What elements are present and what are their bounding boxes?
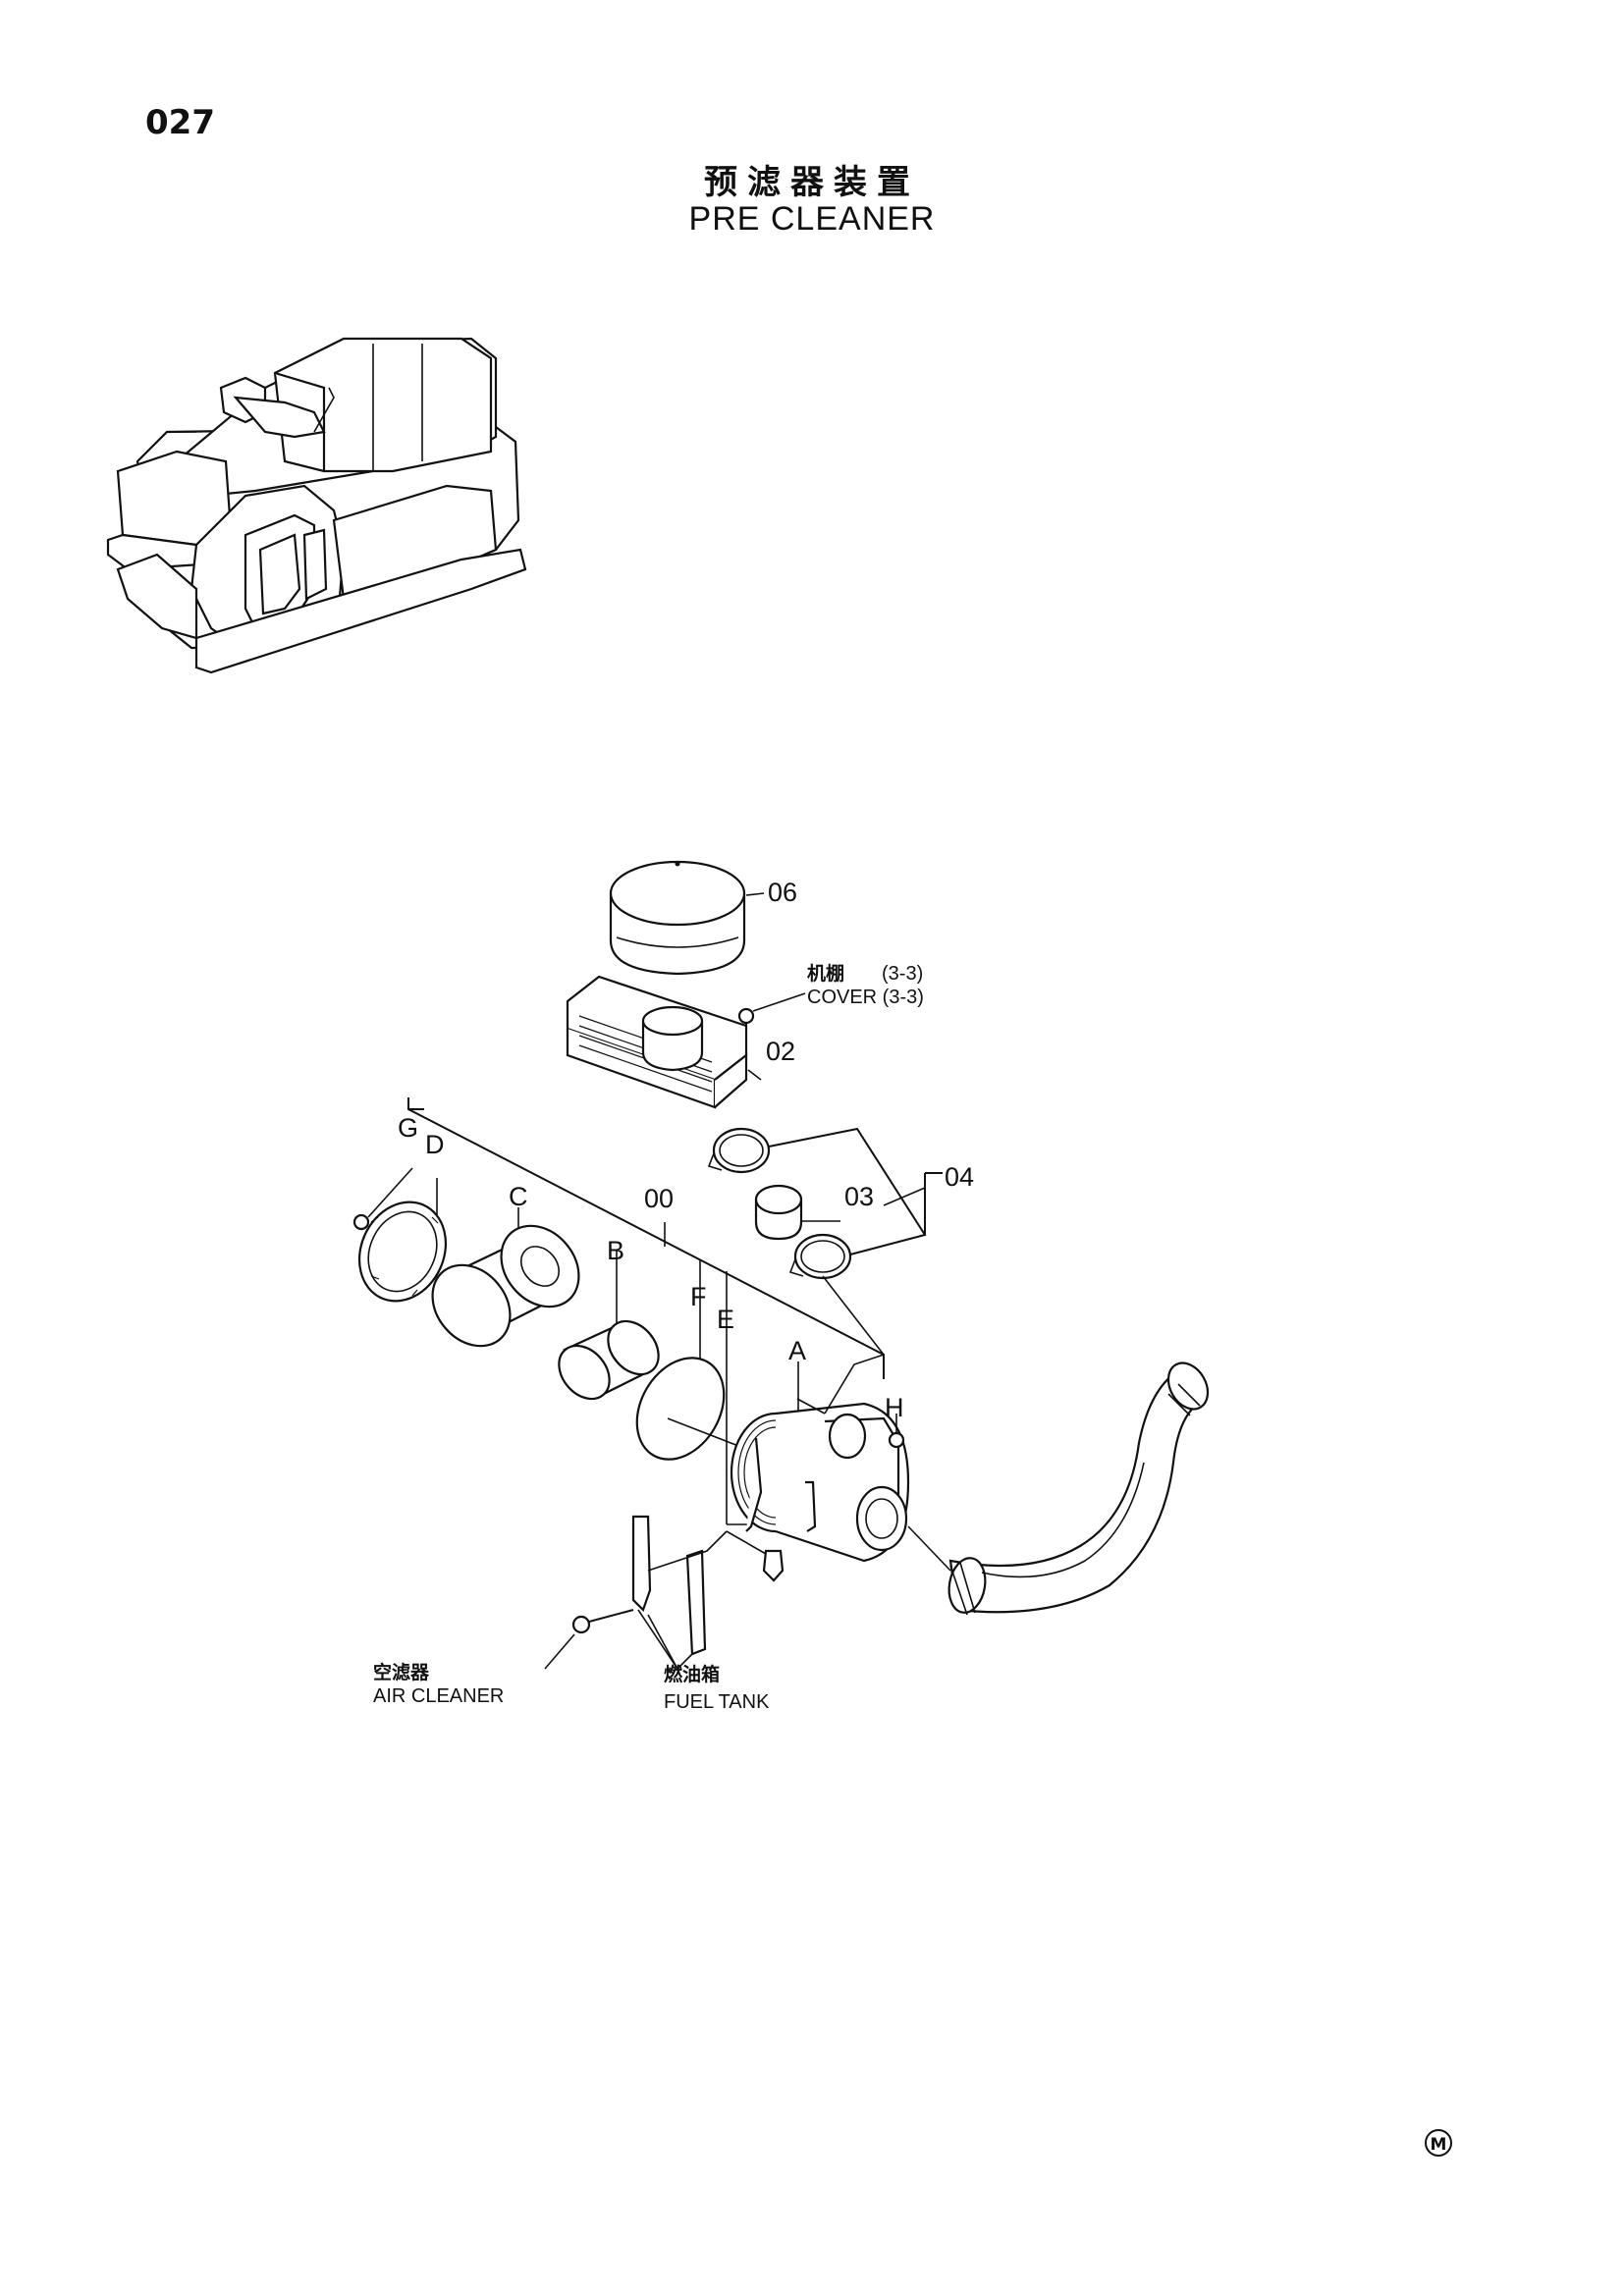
callout-b: B <box>607 1236 624 1265</box>
part-b-inner-element <box>558 1319 660 1401</box>
mounting-brackets <box>631 1515 728 1671</box>
callout-g: G <box>398 1113 418 1143</box>
air-cleaner-label-en: AIR CLEANER <box>373 1685 504 1707</box>
callout-04: 04 <box>945 1162 974 1192</box>
page-title-english: PRE CLEANER <box>688 200 936 238</box>
air-cleaner-label-cn: 空滤器 <box>373 1661 430 1683</box>
intake-hose <box>907 1362 1210 1616</box>
cover-ref: (3-3) <box>882 963 923 985</box>
callout-c: C <box>509 1182 528 1211</box>
cover-label-en: COVER (3-3) <box>807 987 924 1008</box>
assembly-00-reference-line <box>407 1097 885 1379</box>
callout-e: E <box>717 1305 734 1334</box>
part-a-air-cleaner-housing <box>730 1275 910 1563</box>
callout-02: 02 <box>766 1037 795 1066</box>
drain-valve <box>726 1530 785 1582</box>
leader-04 <box>768 1127 927 1255</box>
part-d-seal-ring <box>357 1201 448 1303</box>
page-title-chinese: 预滤器装置 <box>704 163 920 202</box>
callout-f: F <box>690 1282 707 1311</box>
fuel-tank-label-cn: 燃油箱 <box>664 1663 720 1685</box>
callout-03: 03 <box>844 1182 874 1211</box>
manufacturer-mark: M <box>1425 2129 1452 2157</box>
part-03-hose <box>754 1184 803 1241</box>
page-number: 027 <box>145 103 215 142</box>
air-cleaner-bolt <box>544 1609 634 1670</box>
part-g-o-ring <box>352 1213 370 1231</box>
fuel-tank-label-en: FUEL TANK <box>664 1691 770 1713</box>
part-c-outer-element <box>431 1224 580 1348</box>
callout-a: A <box>788 1336 806 1365</box>
cover-bolt <box>737 992 806 1070</box>
part-04-clamps <box>707 1127 852 1280</box>
mark-letter: M <box>1431 2135 1447 2155</box>
callout-06: 06 <box>768 878 797 907</box>
cover-label-cn: 机棚 <box>807 962 844 985</box>
callout-00: 00 <box>644 1184 674 1213</box>
callout-h: H <box>885 1393 904 1422</box>
part-06-cap <box>609 860 765 976</box>
callout-d: D <box>425 1130 445 1159</box>
part-h-bolt <box>888 1414 905 1449</box>
part-02-pre-cleaner-body <box>566 975 762 1109</box>
machine-overview-sketch <box>106 337 527 674</box>
